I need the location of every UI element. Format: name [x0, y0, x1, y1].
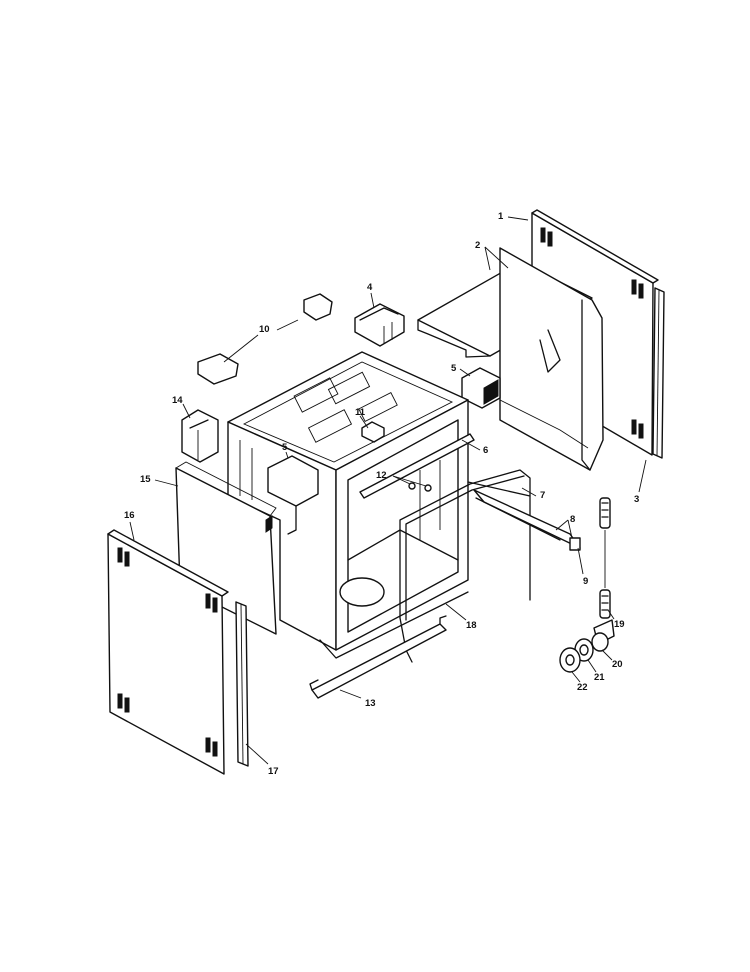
callout-18: 18 — [466, 620, 477, 631]
callout-22: 22 — [577, 682, 588, 693]
callout-11: 11 — [355, 407, 366, 418]
callout-labels: 1 2 3 4 5 5 6 7 8 9 10 11 12 13 14 15 16… — [124, 211, 639, 777]
part-6-bracket-bar — [359, 433, 475, 499]
callout-19: 19 — [614, 619, 625, 630]
callout-14: 14 — [172, 395, 183, 406]
part-19-hose-fitting — [599, 497, 611, 619]
callout-10: 10 — [259, 324, 270, 335]
part-4-top-bracket — [354, 303, 405, 347]
part-7-rail — [467, 481, 531, 497]
callout-17: 17 — [268, 766, 279, 777]
part-3-side-trim-strip — [652, 287, 665, 459]
callout-3: 3 — [634, 494, 639, 505]
callout-9: 9 — [583, 576, 588, 587]
callout-1: 1 — [498, 211, 504, 222]
part-8-track — [473, 489, 581, 549]
callout-20: 20 — [612, 659, 623, 670]
callout-21: 21 — [594, 672, 605, 683]
callout-4: 4 — [367, 282, 373, 293]
callout-5-left: 5 — [282, 442, 288, 453]
callout-5-right: 5 — [451, 363, 457, 374]
part-10-mounting-brackets — [197, 293, 333, 385]
part-20-elbow-fitting — [591, 619, 615, 652]
part-5-bracket-left — [267, 455, 319, 535]
callout-7: 7 — [540, 490, 545, 501]
main-tub — [227, 351, 469, 659]
part-14-left-bracket — [181, 409, 219, 463]
callout-2: 2 — [475, 240, 480, 251]
callout-8: 8 — [570, 514, 575, 525]
leader-lines — [129, 216, 647, 765]
part-13-lower-bracket — [309, 615, 447, 699]
part-16-left-side-panel — [107, 529, 229, 775]
part-12-screws — [408, 482, 432, 492]
part-17-left-trim-strip — [235, 601, 249, 767]
part-22-nut — [559, 647, 581, 673]
callout-13: 13 — [365, 698, 376, 709]
callout-16: 16 — [124, 510, 135, 521]
callout-6: 6 — [483, 445, 488, 456]
part-2-insulation-panels — [417, 247, 604, 471]
callout-15: 15 — [140, 474, 151, 485]
callout-12: 12 — [376, 470, 387, 481]
part-9-clip — [569, 537, 581, 551]
